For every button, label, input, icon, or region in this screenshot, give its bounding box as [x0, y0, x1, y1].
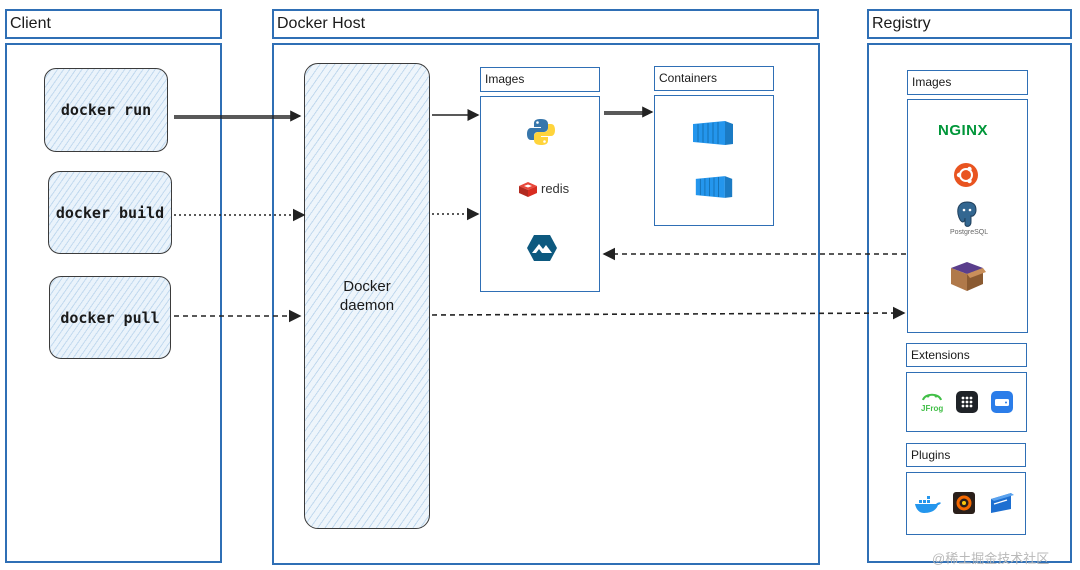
host-images-header: Images — [480, 67, 600, 92]
containers-box — [654, 95, 774, 226]
container-icon[interactable] — [694, 173, 734, 201]
plugins-title: Plugins — [911, 448, 951, 462]
drive-icon[interactable] — [991, 391, 1013, 413]
containers-title: Containers — [659, 71, 718, 85]
python-icon[interactable] — [526, 117, 556, 147]
client-title: Client — [10, 15, 51, 32]
command-label: docker run — [60, 101, 152, 119]
postgresql-icon[interactable] — [954, 200, 980, 228]
docker-whale-icon[interactable] — [914, 494, 942, 514]
registry-title: Registry — [872, 15, 931, 32]
daemon-label-line1: Docker — [343, 278, 391, 295]
alpine-icon[interactable] — [526, 234, 558, 262]
registry-images-title: Images — [912, 75, 952, 89]
ubuntu-icon[interactable] — [953, 162, 979, 188]
client-header: Client — [5, 9, 222, 39]
package-box-icon[interactable] — [947, 258, 987, 294]
run-arrow — [174, 110, 302, 122]
images-to-containers-arrow — [604, 106, 654, 118]
redis-icon[interactable] — [517, 180, 539, 200]
docker-build-command[interactable]: docker build — [48, 171, 172, 254]
docker-host-header: Docker Host — [272, 9, 819, 39]
command-label: docker build — [55, 203, 165, 222]
extensions-header: Extensions — [906, 343, 1027, 367]
app-grid-icon[interactable] — [956, 391, 978, 413]
daemon-to-registry-arrow — [431, 306, 906, 320]
docker-pull-command[interactable]: docker pull — [49, 276, 171, 359]
nginx-icon[interactable]: NGINX — [938, 122, 989, 139]
redis-label: redis — [541, 181, 570, 196]
jfrog-label: JFrog — [921, 404, 944, 413]
extensions-title: Extensions — [911, 348, 970, 362]
jfrog-icon[interactable] — [921, 390, 943, 404]
daemon-label-line2: daemon — [339, 297, 395, 314]
registry-images-header: Images — [907, 70, 1028, 95]
docker-host-title: Docker Host — [277, 15, 366, 32]
host-images-title: Images — [485, 72, 525, 86]
watermark: @稀土掘金技术社区 — [932, 551, 1050, 566]
command-label: docker pull — [60, 308, 160, 327]
docker-run-command[interactable]: docker run — [44, 68, 168, 152]
docker-daemon[interactable]: Docker daemon — [304, 63, 430, 529]
grafana-icon[interactable] — [953, 492, 975, 514]
plugins-header: Plugins — [906, 443, 1026, 467]
vmware-icon[interactable] — [987, 491, 1015, 515]
postgresql-label: PostgreSQL — [950, 229, 989, 236]
container-icon[interactable] — [691, 118, 735, 148]
registry-header: Registry — [867, 9, 1072, 39]
containers-header: Containers — [654, 66, 774, 91]
